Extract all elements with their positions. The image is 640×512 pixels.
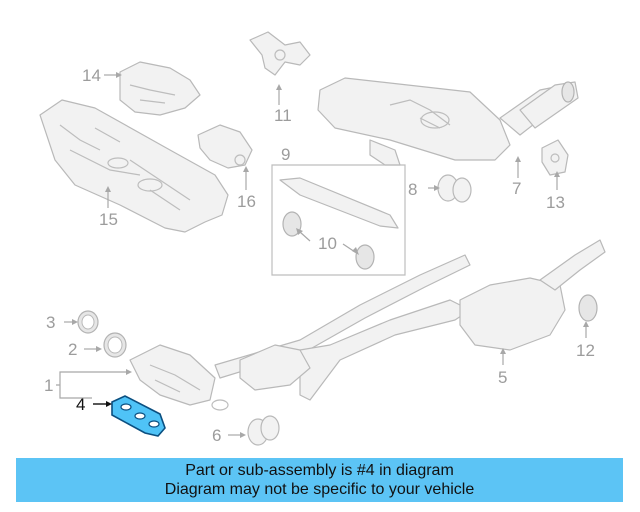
part-8-clamp	[437, 174, 472, 203]
part-6-clamp	[247, 415, 280, 446]
part-2-gasket	[103, 332, 127, 358]
callout-5: 5	[498, 368, 507, 387]
leader-lines	[56, 72, 589, 438]
callout-13: 13	[546, 193, 565, 212]
part-14-shield	[119, 61, 201, 116]
part-5-muffler	[459, 239, 606, 351]
diagram-notice-banner: Part or sub-assembly is #4 in diagram Di…	[16, 458, 623, 502]
callout-16: 16	[237, 192, 256, 211]
callout-8: 8	[408, 180, 417, 199]
notice-line-1: Part or sub-assembly is #4 in diagram	[185, 462, 454, 479]
part-11-bracket	[249, 31, 311, 76]
rear-muffler	[317, 77, 579, 166]
callout-labels: 14 11 7 13 8 9 10 16 15 3 2 1 6 5 12 4	[44, 66, 595, 445]
part-1-catalytic-converter	[129, 344, 311, 411]
part-4-highlighted-gasket[interactable]	[111, 395, 166, 437]
callout-2: 2	[68, 340, 77, 359]
callout-15: 15	[99, 210, 118, 229]
callout-12: 12	[576, 341, 595, 360]
notice-line-2: Diagram may not be specific to your vehi…	[164, 481, 475, 498]
callout-14: 14	[82, 66, 101, 85]
part-16-shield	[197, 124, 253, 169]
callout-7: 7	[512, 179, 521, 198]
callout-10: 10	[318, 234, 337, 253]
callout-9: 9	[281, 145, 290, 164]
callout-4[interactable]: 4	[76, 395, 85, 414]
part-9-assembly	[271, 164, 406, 276]
exhaust-system-diagram: 14 11 7 13 8 9 10 16 15 3 2 1 6 5 12 4	[39, 31, 606, 446]
callout-6: 6	[212, 426, 221, 445]
part-12-mount	[578, 294, 598, 322]
callout-3: 3	[46, 313, 55, 332]
callout-1: 1	[44, 376, 53, 395]
part-3-gasket	[77, 310, 99, 334]
part-13-mount	[541, 139, 569, 176]
callout-11: 11	[274, 106, 292, 125]
part-15-heat-shield	[39, 99, 229, 233]
